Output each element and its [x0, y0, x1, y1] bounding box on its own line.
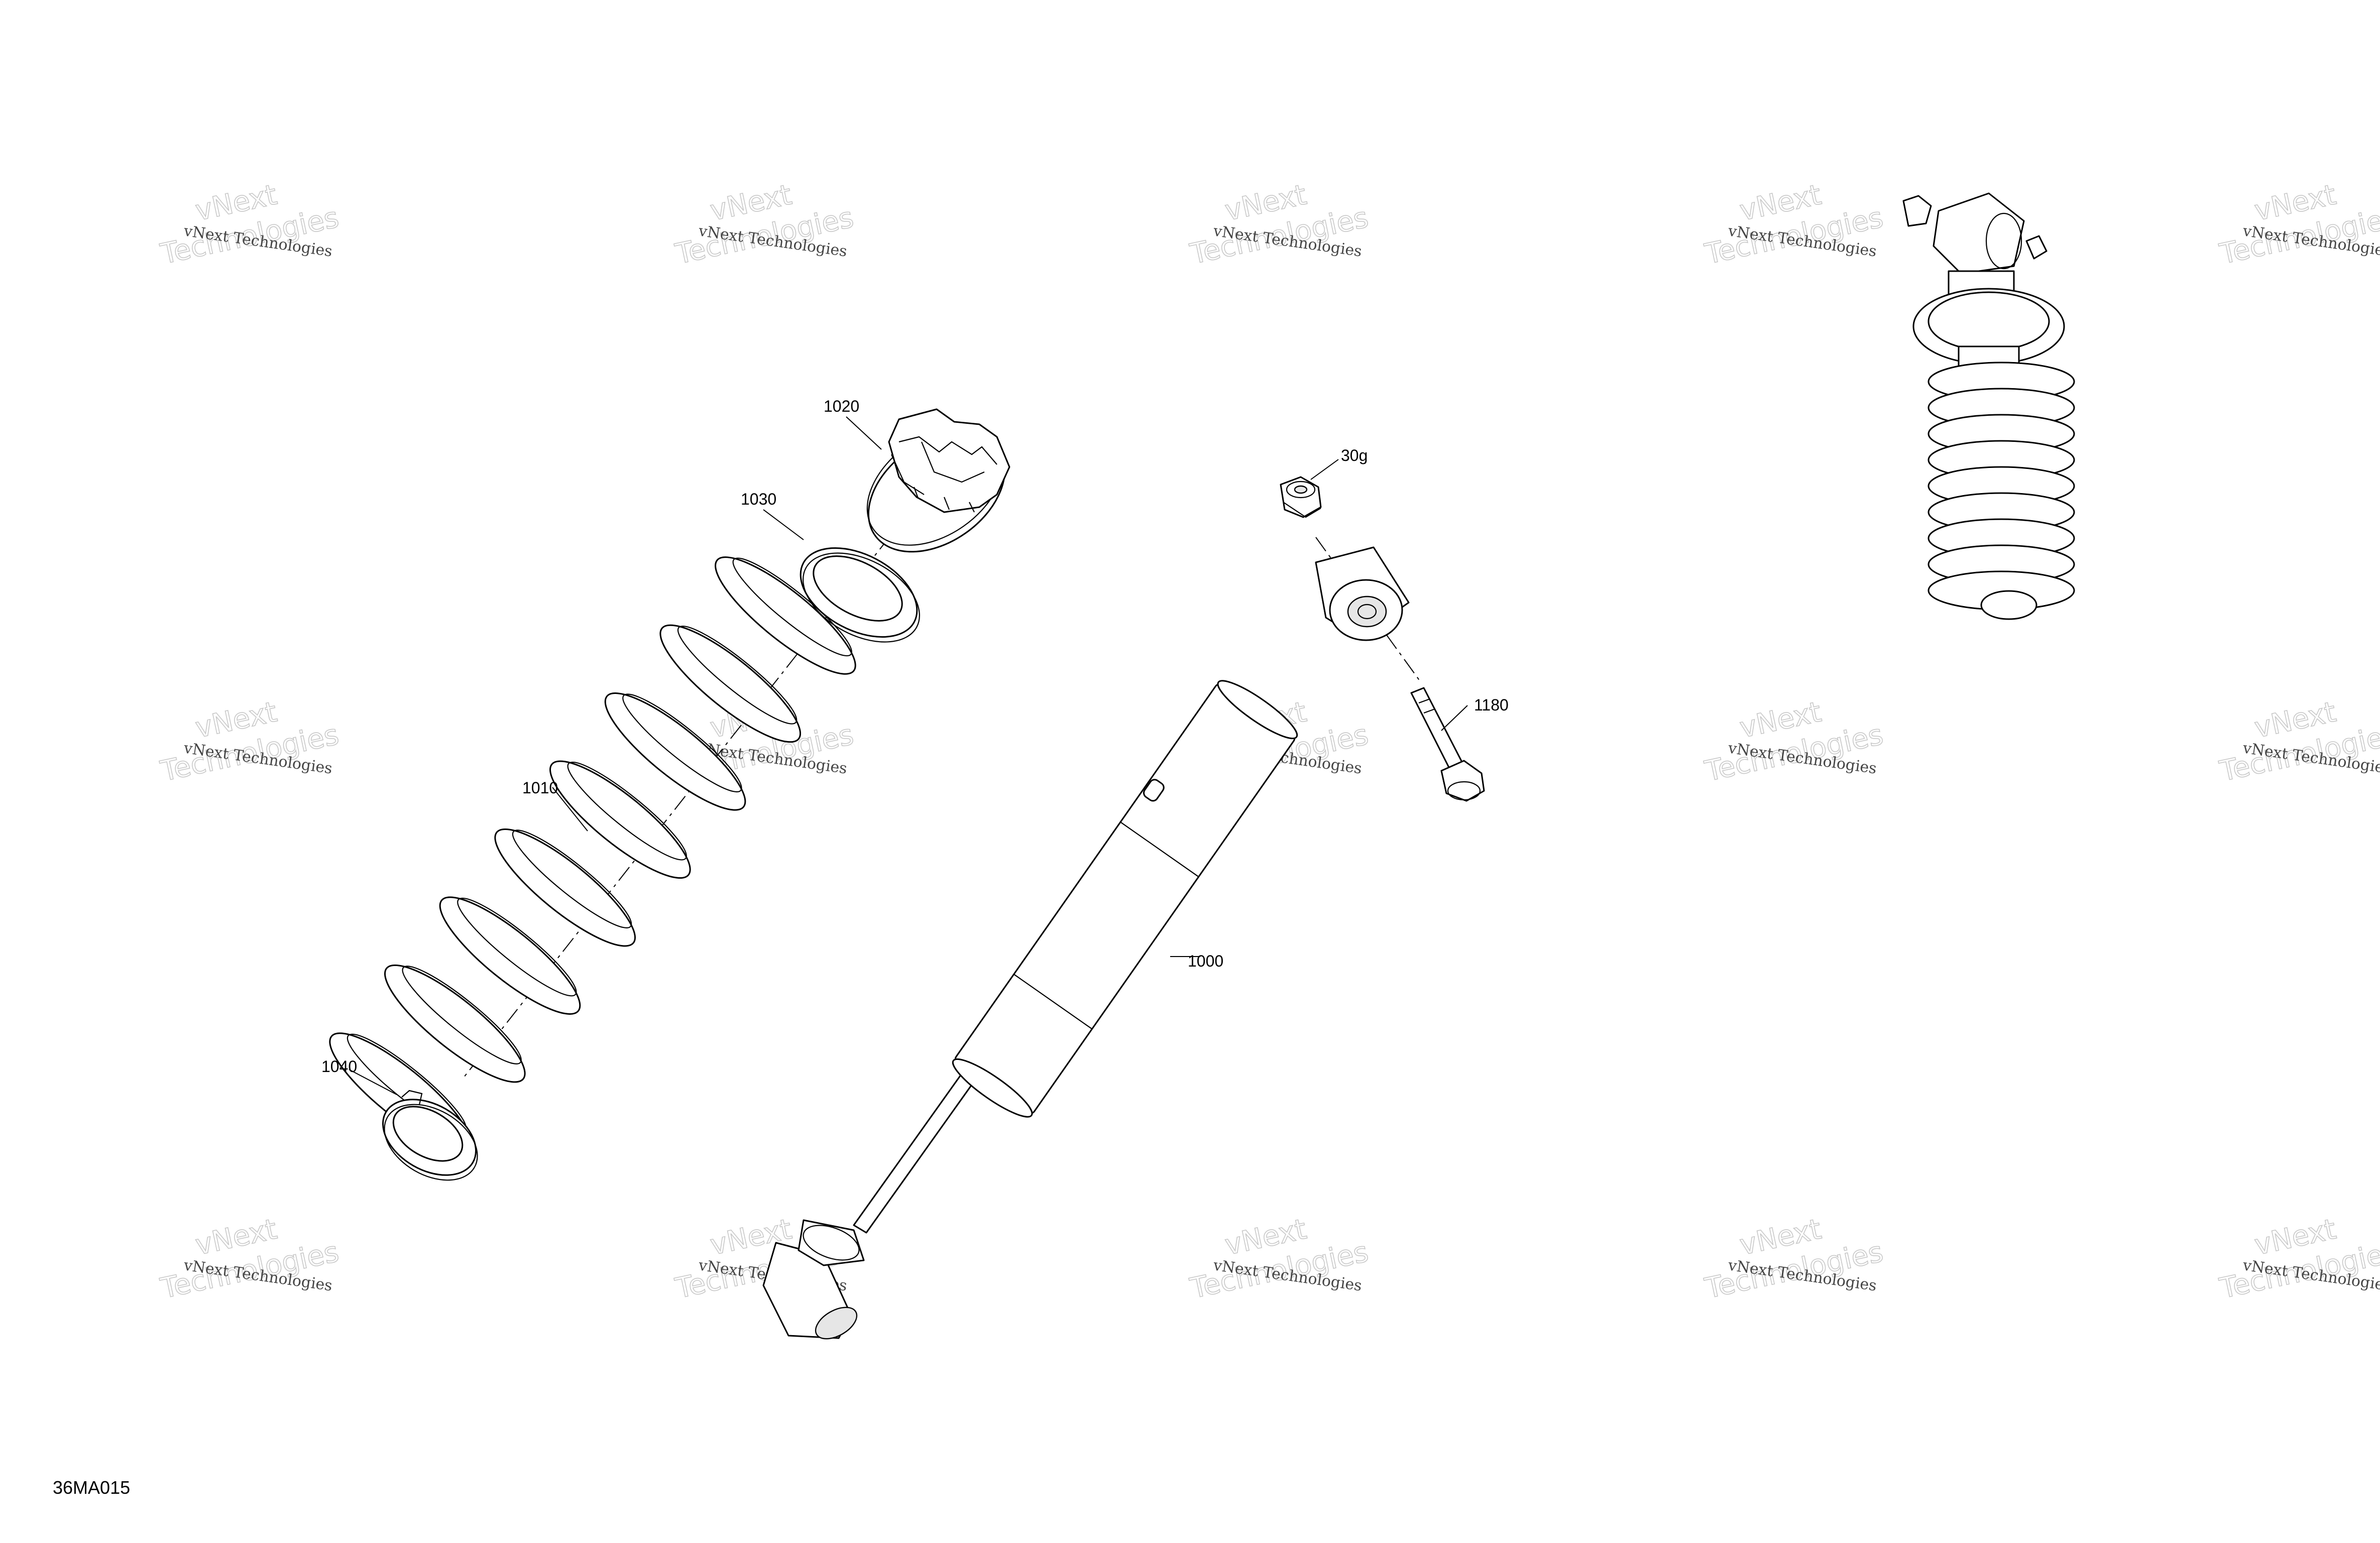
figure-reference: 36MA015: [53, 1477, 130, 1498]
spacer-ring: [800, 547, 920, 643]
shock-lower-eyelet: [762, 1219, 865, 1340]
callout-1010: 1010: [522, 779, 558, 797]
shock-upper-eyelet: [1315, 546, 1410, 641]
assembled-shock-view: [1902, 192, 2075, 620]
spring-coil-inner: [567, 761, 687, 861]
callout-leaders: [349, 416, 1468, 1095]
callout-1180: 1180: [1474, 696, 1509, 714]
upper-spring-retainer: [866, 408, 1010, 553]
flange-nut: [1280, 476, 1322, 518]
callout-1030: 1030: [741, 490, 776, 508]
callout-1020: 1020: [824, 397, 859, 415]
callout-1040: 1040: [321, 1057, 357, 1076]
callout-labels: 1020 1030 1010 1040 1000 30g 1180 36MA01…: [53, 397, 1509, 1498]
coil-spring: [329, 556, 856, 1151]
lower-spring-retainer: [382, 1090, 478, 1181]
spring-coil-inner: [457, 897, 577, 997]
spring-coil-inner: [512, 829, 632, 928]
callout-30g: 30g: [1341, 446, 1368, 464]
hex-bolt: [1410, 687, 1485, 802]
callout-1000: 1000: [1188, 952, 1223, 970]
spring-coil-inner: [622, 693, 742, 793]
spring-coil-inner: [677, 625, 798, 725]
spring-coil-inner: [732, 557, 852, 657]
spring-coil-inner: [402, 966, 522, 1064]
shock-absorber: [762, 546, 1410, 1340]
